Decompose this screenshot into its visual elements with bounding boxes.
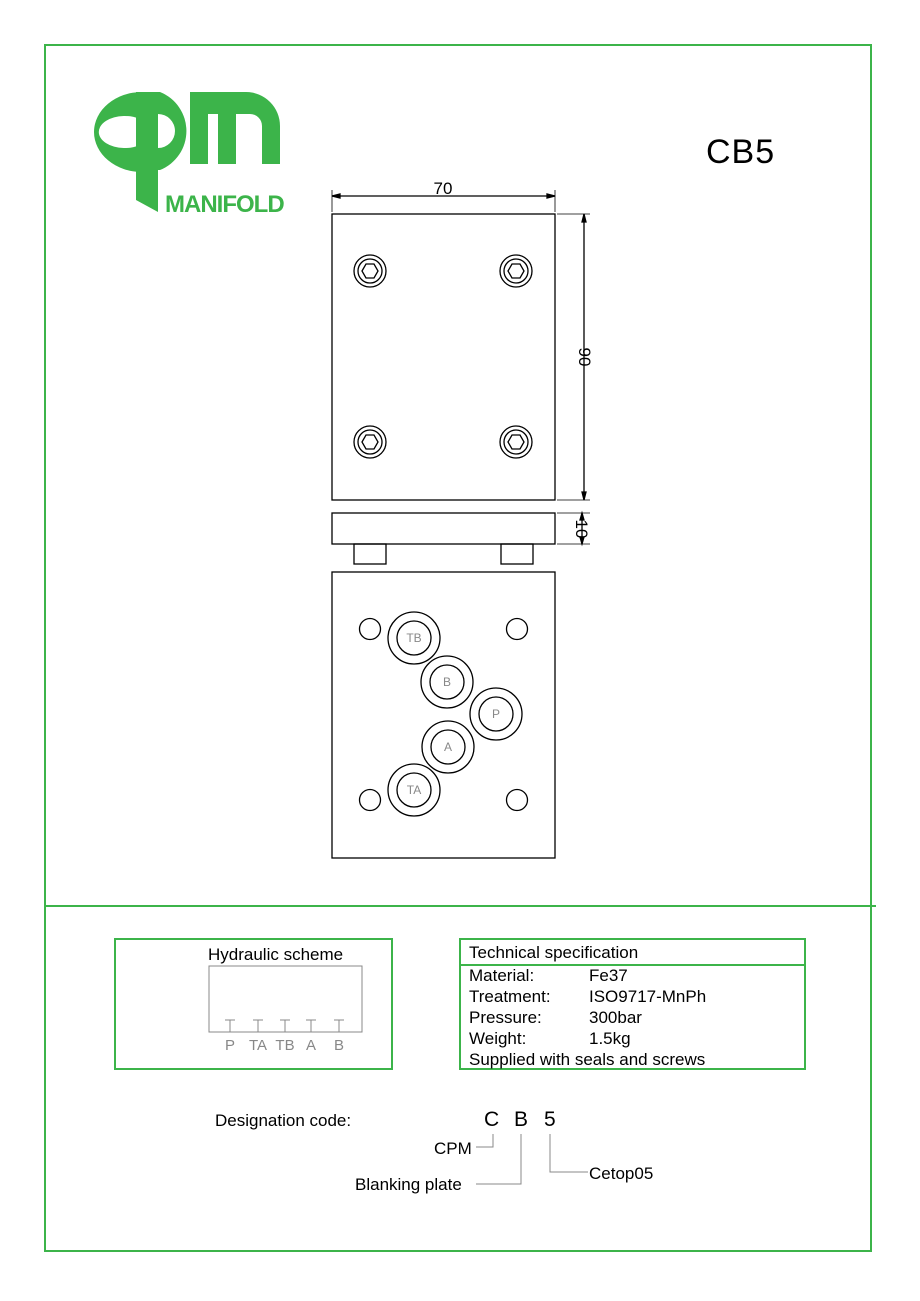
spec-value: Fe37 [589,966,628,985]
bolt-head-icon [353,254,387,288]
designation-cpm: CPM [434,1139,472,1158]
designation-char: B [514,1108,529,1131]
logo-word: MANIFOLD [165,191,284,218]
dim-thickness: 10 [572,520,591,539]
product-code: CB5 [706,133,776,171]
spec-label: Material: [469,966,535,985]
spec-note: Supplied with seals and screws [469,1050,706,1069]
port-label: TB [406,631,421,645]
spec-label: Treatment: [469,987,551,1006]
dim-width: 70 [434,179,453,198]
section-divider [44,905,876,907]
tech-spec-header [461,940,804,966]
designation-cetop: Cetop05 [589,1164,654,1183]
port-label: P [492,707,500,721]
dim-height: 90 [575,348,594,367]
spec-value: 300bar [589,1008,642,1027]
port-label: A [444,740,452,754]
spec-value: ISO9717-MnPh [589,987,707,1006]
spec-value: 1.5kg [589,1029,631,1048]
hydraulic-scheme-box [114,938,393,1070]
page-frame [44,44,872,1252]
tech-spec-title: Technical specification [469,943,639,962]
port-label: TA [407,783,421,797]
technical-drawing: 70 90 10 TB B P A TA [331,179,594,859]
designation-label: Designation code: [215,1111,352,1130]
spec-label: Weight: [469,1029,527,1048]
designation-char: 5 [544,1108,556,1131]
port-label: B [443,675,451,689]
designation-char: C [484,1108,500,1131]
designation-blanking: Blanking plate [355,1175,462,1194]
hydraulic-scheme-title: Hydraulic scheme [208,945,344,964]
tech-spec-box: Technical specification Material: Fe37 T… [459,938,806,1070]
spec-label: Pressure: [469,1008,542,1027]
cpm-manifold-logo: MANIFOLD [94,92,285,218]
